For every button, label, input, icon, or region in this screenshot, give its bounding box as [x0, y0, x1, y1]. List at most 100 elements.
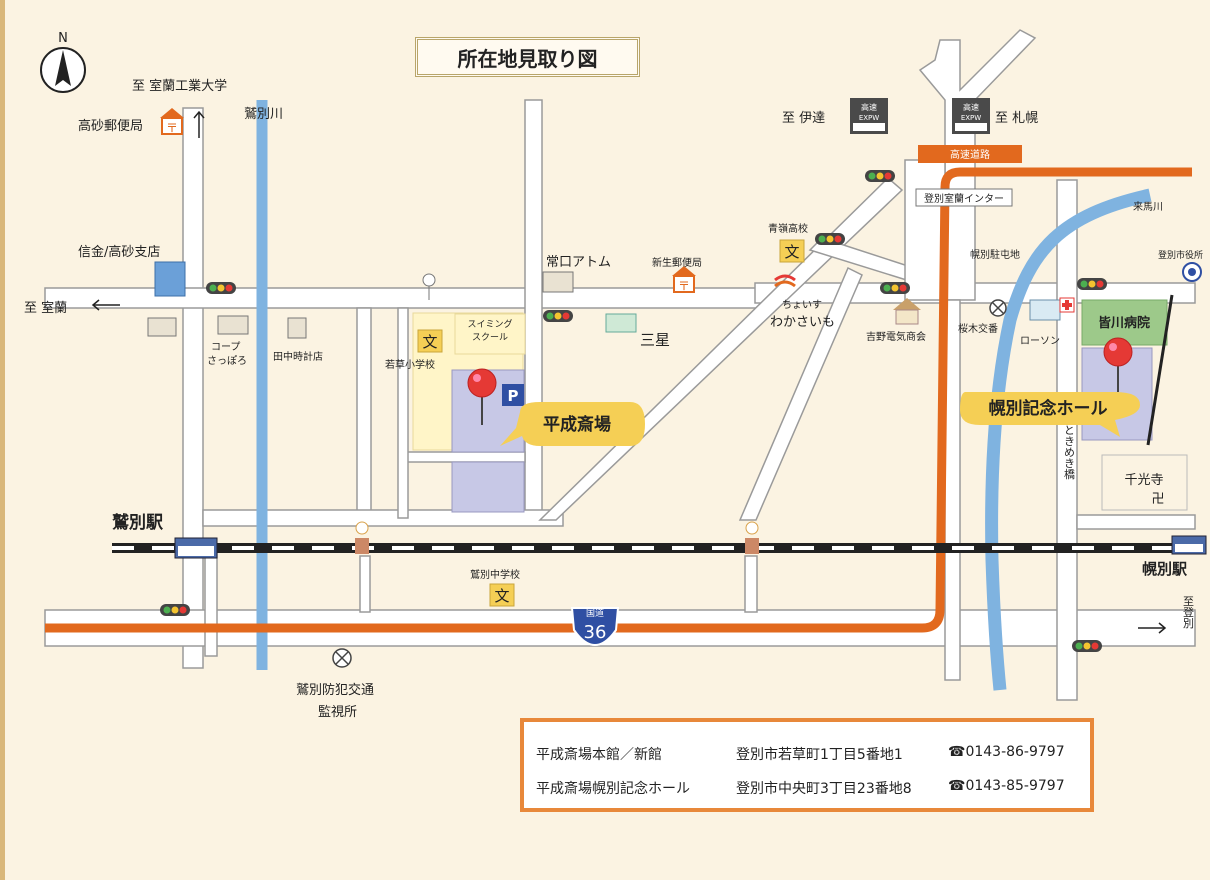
- road-senkoji-lane: [1076, 514, 1196, 530]
- river-label-kuruma: 来馬川: [1133, 201, 1163, 213]
- block-heisei-annex: [451, 461, 525, 513]
- road-jhs-lane: [359, 555, 371, 613]
- road-west-avenue: [182, 107, 204, 669]
- road-railside-west: [202, 509, 564, 527]
- store-icon: [217, 315, 249, 335]
- label-lawson: ローソン: [1020, 336, 1060, 347]
- interchange-box: [915, 188, 1013, 207]
- label-wakakusa-school: 若草小学校: [385, 358, 435, 371]
- svg-text:文: 文: [422, 333, 437, 351]
- direction-date: 至 伊達: [782, 111, 825, 126]
- label-swimming-1: スイミング: [467, 318, 512, 330]
- label-jouguchi: 常口アトム: [546, 255, 611, 270]
- road-wakakusa-west: [356, 307, 372, 519]
- traffic-light-icon: [880, 282, 910, 294]
- railway: [112, 543, 1202, 553]
- road-muroran-street: [44, 287, 766, 309]
- label-tokimeki-bridge: ときめき橋: [1063, 424, 1076, 480]
- direction-muroran: 至 室蘭: [24, 300, 67, 316]
- route36-shield: 国道 36: [570, 607, 620, 646]
- label-choiisu-1: ちょいす: [782, 299, 822, 311]
- arrow-west-icon: [91, 299, 120, 311]
- arrow-north-icon: [193, 110, 205, 138]
- arrow-east-icon: [1138, 622, 1167, 634]
- compass: N: [40, 31, 86, 93]
- venue-callout-horobetsu: 幌別記念ホール: [960, 392, 1140, 437]
- info-venue-name: 平成斎場幌別記念ホール: [536, 781, 690, 797]
- venue-label-horobetsu: 幌別記念ホール: [989, 398, 1108, 419]
- station-label-washibetsu: 鷲別駅: [112, 512, 164, 533]
- road-jouguchi-avenue: [524, 99, 543, 521]
- label-sakuragi-koban: 桜木交番: [958, 322, 998, 335]
- svg-text:文: 文: [494, 587, 509, 605]
- direction-muroran-kogyo: 至 室蘭工業大学: [132, 78, 227, 94]
- contact-info-box: 平成斎場本館／新館 登別市若草町1丁目5番地1 ☎0143-86-9797 平成…: [520, 718, 1094, 812]
- bank-building-icon: [154, 261, 186, 297]
- info-address: 登別市若草町1丁目5番地1: [736, 747, 903, 763]
- svg-text:EXPW: EXPW: [961, 114, 981, 122]
- school-badge-icon: 文: [417, 329, 443, 353]
- direction-noboribetsu-text: 至登別: [1182, 596, 1195, 630]
- station-building-icon: [174, 537, 218, 559]
- post-office-icon: 〒: [672, 266, 696, 293]
- traffic-light-icon: [160, 604, 190, 616]
- city-hall-icon: [1182, 262, 1202, 282]
- traffic-light-icon: [206, 282, 236, 294]
- svg-text:P: P: [508, 387, 519, 405]
- school-badge-icon: 文: [779, 239, 805, 263]
- highway-route: [45, 167, 1192, 633]
- venue-label-heisei: 平成斎場: [543, 414, 611, 435]
- route-number: 36: [584, 622, 607, 643]
- direction-noboribetsu: 至登別: [1182, 596, 1195, 630]
- label-shinsei-post: 新生郵便局: [652, 256, 702, 269]
- road-inner-lane: [399, 451, 526, 463]
- yoshino-shop-icon: [893, 298, 921, 325]
- label-minagawa: 皆川病院: [1098, 315, 1150, 331]
- traffic-light-icon: [815, 233, 845, 245]
- label-washibetsu-jhs: 鷲別中学校: [470, 568, 520, 581]
- expressway-sign-date: 高速 EXPW: [850, 98, 888, 134]
- expressway-sign-sapporo: 高速 EXPW: [952, 98, 990, 134]
- map-title: 所在地見取り図: [415, 37, 640, 77]
- road-interchange-link: [904, 159, 946, 301]
- clock-shop-icon: [287, 317, 307, 339]
- label-swimming-2: スクール: [472, 332, 508, 343]
- real-estate-icon: [542, 271, 574, 293]
- label-shinkin: 信金/高砂支店: [78, 244, 160, 260]
- road-east-crossing: [744, 555, 758, 613]
- traffic-light-icon: [1077, 278, 1107, 290]
- direction-sapporo: 至 札幌: [995, 110, 1038, 126]
- temple-icon: 卍: [1151, 492, 1164, 507]
- road-school-lane: [397, 307, 409, 519]
- label-yoshino: 吉野電気商会: [866, 330, 926, 343]
- info-phone[interactable]: ☎0143-85-9797: [948, 778, 1065, 794]
- svg-text:文: 文: [784, 243, 799, 261]
- choiisu-icon: [774, 274, 796, 288]
- koban-icon: [989, 299, 1007, 317]
- venue-callout-heisei: 平成斎場: [500, 402, 645, 446]
- mitsuboshi-shop-icon: [605, 313, 637, 333]
- post-office-icon: 〒: [160, 108, 184, 135]
- info-venue-name: 平成斎場本館／新館: [536, 747, 662, 763]
- label-choiisu-2: わかさいも: [770, 315, 835, 330]
- road-west-crossing: [204, 545, 218, 657]
- school-badge-icon: 文: [489, 583, 515, 607]
- lawson-icon: [1029, 299, 1061, 321]
- route-label: 国道: [586, 607, 604, 619]
- parking-icon: P: [502, 384, 524, 406]
- building-icon: [147, 317, 177, 337]
- label-bohan-2: 監視所: [318, 704, 357, 720]
- svg-text:EXPW: EXPW: [859, 114, 879, 122]
- traffic-lights: [160, 170, 1107, 652]
- interchange-label: 登別室蘭インター: [924, 192, 1004, 205]
- info-phone[interactable]: ☎0143-86-9797: [948, 744, 1065, 760]
- compass-letter: N: [58, 31, 68, 46]
- block-minagawa-hospital: [1081, 299, 1168, 346]
- label-takasago-post: 高砂郵便局: [78, 118, 143, 134]
- traffic-light-icon: [543, 310, 573, 322]
- expressway-banner: [918, 145, 1022, 163]
- koban-icon: [332, 648, 352, 668]
- wall-line: [1146, 294, 1174, 446]
- traffic-light-icon: [1072, 640, 1102, 652]
- label-bohan-1: 鷲別防犯交通: [296, 682, 374, 698]
